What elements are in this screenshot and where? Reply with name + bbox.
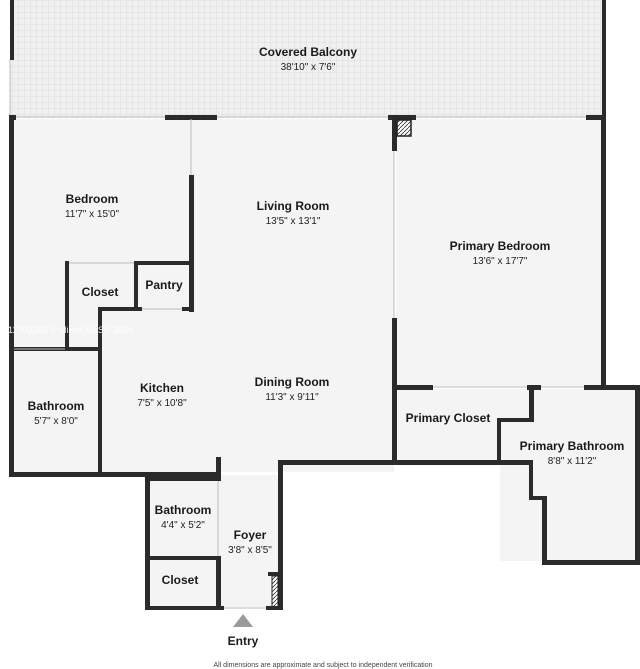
primary-bathroom-label: Primary Bathroom 8'8" x 11'2" [520, 439, 625, 467]
dining-room-dims: 11'3" x 9'11" [265, 392, 319, 403]
primary-bedroom-label: Primary Bedroom 13'6" x 17'7" [450, 239, 551, 267]
footer-note: All dimensions are approximate and subje… [213, 662, 432, 669]
bedroom-label: Bedroom 11'7" x 15'0" [65, 192, 120, 220]
closet-2-name: Closet [162, 573, 199, 587]
living-room-label: Living Room 13'5" x 13'1" [257, 199, 330, 227]
kitchen-dims: 7'5" x 10'8" [137, 398, 187, 409]
window-lines [9, 60, 586, 609]
entry-label: Entry [228, 634, 259, 648]
dining-room-name: Dining Room [255, 375, 330, 389]
living-room-dims: 13'5" x 13'1" [266, 216, 321, 227]
balcony-name: Covered Balcony [259, 45, 357, 59]
bedroom-dims: 11'7" x 15'0" [65, 209, 120, 220]
watermark: A11703285 © Miami MLS© 2024 [2, 325, 133, 335]
balcony-dims: 38'10" x 7'6" [281, 62, 336, 73]
dining-room-label: Dining Room 11'3" x 9'11" [255, 375, 330, 403]
bathroom-label: Bathroom 5'7" x 8'0" [28, 399, 85, 427]
room-fills [14, 119, 636, 607]
bathroom-2-label: Bathroom 4'4" x 5'2" [155, 503, 212, 531]
closet-name: Closet [82, 285, 119, 299]
bathroom-2-name: Bathroom [155, 503, 212, 517]
walls [9, 115, 640, 610]
primary-bedroom-name: Primary Bedroom [450, 239, 551, 253]
primary-closet-name: Primary Closet [406, 411, 491, 425]
bathroom-name: Bathroom [28, 399, 85, 413]
kitchen-label: Kitchen 7'5" x 10'8" [137, 381, 187, 409]
covered-balcony [10, 0, 606, 118]
bathroom-dims: 5'7" x 8'0" [34, 416, 78, 427]
kitchen-name: Kitchen [140, 381, 184, 395]
bathroom-2-dims: 4'4" x 5'2" [161, 520, 205, 531]
entry-arrow-icon [233, 614, 253, 627]
foyer-name: Foyer [234, 528, 267, 542]
pantry-name: Pantry [145, 278, 183, 292]
living-room-name: Living Room [257, 199, 330, 213]
balcony-label: Covered Balcony 38'10" x 7'6" [259, 45, 357, 73]
primary-bathroom-dims: 8'8" x 11'2" [548, 456, 597, 467]
primary-bathroom-name: Primary Bathroom [520, 439, 625, 453]
primary-bedroom-dims: 13'6" x 17'7" [473, 256, 528, 267]
foyer-dims: 3'8" x 8'5" [228, 545, 272, 556]
foyer-label: Foyer 3'8" x 8'5" [228, 528, 272, 556]
bedroom-name: Bedroom [66, 192, 119, 206]
